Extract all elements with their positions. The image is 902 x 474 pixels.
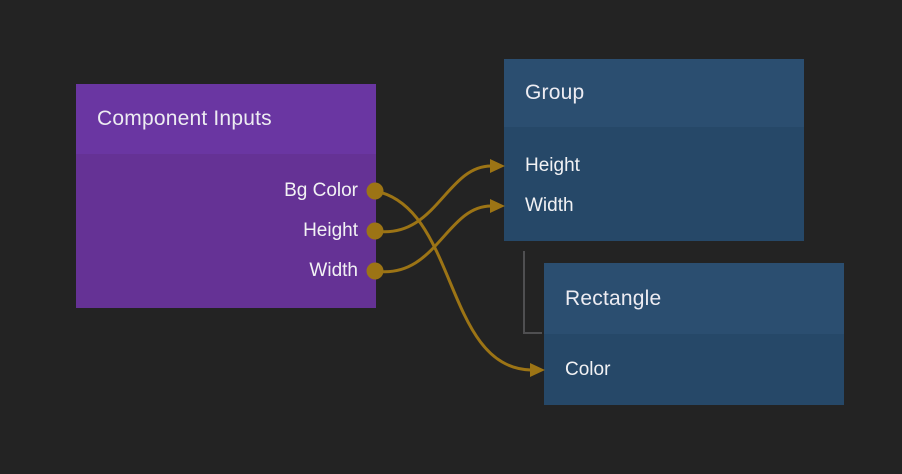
- port-label: Bg Color: [284, 180, 358, 201]
- port-label: Height: [525, 155, 580, 176]
- node-component-inputs-body: Bg Color Height Width: [76, 154, 376, 308]
- node-title: Component Inputs: [97, 107, 272, 130]
- edge-height-to-group-height[interactable]: [374, 159, 505, 234]
- port-row-height[interactable]: Height: [76, 211, 376, 251]
- wire-path: [374, 204, 492, 274]
- node-rectangle-body: Color: [544, 334, 844, 405]
- edge-width-to-group-width[interactable]: [374, 199, 505, 274]
- port-label: Width: [525, 195, 574, 216]
- hierarchy-connector-line: [523, 251, 542, 334]
- arrowhead-icon: [490, 159, 505, 173]
- port-label: Width: [309, 260, 358, 281]
- port-label: Color: [565, 359, 611, 380]
- port-label: Height: [303, 220, 358, 241]
- node-group-header[interactable]: Group: [504, 59, 804, 127]
- arrowhead-icon: [490, 199, 505, 213]
- port-row-color[interactable]: Color: [544, 350, 844, 390]
- node-group-body: Height Width: [504, 127, 804, 241]
- port-row-height[interactable]: Height: [504, 146, 804, 186]
- port-row-bg-color[interactable]: Bg Color: [76, 171, 376, 211]
- arrowhead-icon: [530, 363, 545, 377]
- node-title: Group: [525, 81, 585, 104]
- node-component-inputs-header[interactable]: Component Inputs: [76, 84, 376, 154]
- wire-path: [374, 164, 492, 234]
- port-row-width[interactable]: Width: [76, 251, 376, 291]
- node-component-inputs[interactable]: Component Inputs Bg Color Height Width: [76, 84, 376, 308]
- node-rectangle[interactable]: Rectangle Color: [544, 263, 844, 405]
- port-row-width[interactable]: Width: [504, 186, 804, 226]
- node-title: Rectangle: [565, 286, 662, 310]
- node-rectangle-header[interactable]: Rectangle: [544, 263, 844, 334]
- node-group[interactable]: Group Height Width: [504, 59, 804, 241]
